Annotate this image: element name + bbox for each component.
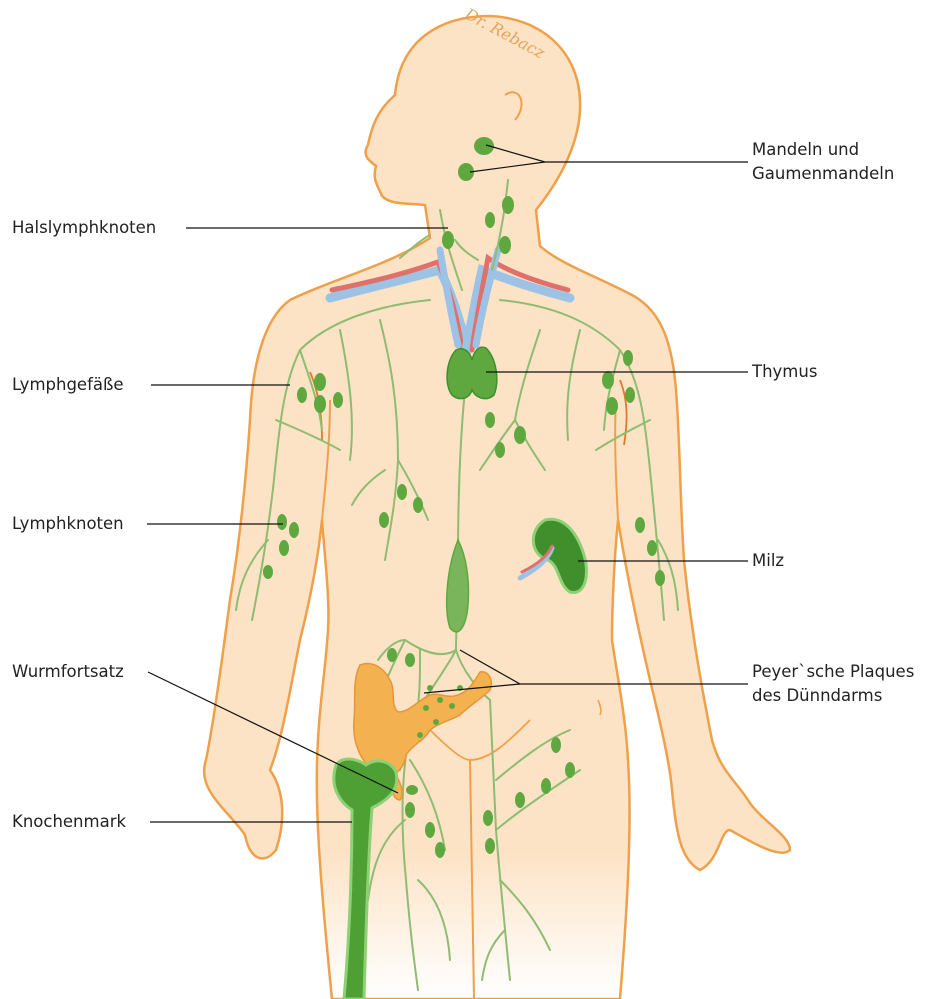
abdominal-node <box>405 653 415 667</box>
chest-node <box>485 412 495 428</box>
arm-node <box>635 517 645 533</box>
label-halslymphknoten: Halslymphknoten <box>12 216 156 240</box>
chest-node <box>495 442 505 458</box>
axillary-node <box>333 392 343 408</box>
label-gaumenmandeln: Gaumenmandeln <box>752 162 894 186</box>
label-knochenmark: Knochenmark <box>12 810 126 834</box>
cervical-node <box>502 196 514 214</box>
chest-node <box>397 484 407 500</box>
leg-node <box>541 778 551 794</box>
chest-node <box>413 497 423 513</box>
chest-node <box>514 426 526 444</box>
chest-node <box>379 512 389 528</box>
leg-node <box>405 802 415 818</box>
label-lymphknoten: Lymphknoten <box>12 512 124 536</box>
inguinal-node <box>406 785 418 795</box>
leg-node <box>483 810 493 826</box>
axillary-node <box>602 371 614 389</box>
label-lymphgefaesse: Lymphgefäße <box>12 373 124 397</box>
leg-node <box>425 822 435 838</box>
axillary-node <box>625 387 635 403</box>
axillary-node <box>314 373 326 391</box>
arm-node <box>277 514 287 530</box>
label-wurmfortsatz: Wurmfortsatz <box>12 660 124 684</box>
cervical-node <box>442 231 454 249</box>
axillary-node <box>297 387 307 403</box>
axillary-node <box>623 350 633 366</box>
axillary-node <box>606 397 618 415</box>
leg-node <box>435 842 445 858</box>
arm-node <box>263 565 273 579</box>
leg-node <box>565 762 575 778</box>
label-mandeln: Mandeln und <box>752 138 859 162</box>
arm-node <box>289 522 299 538</box>
label-milz: Milz <box>752 549 784 573</box>
arm-node <box>647 540 657 556</box>
label-thymus: Thymus <box>752 360 817 384</box>
leg-node <box>515 792 525 808</box>
arm-node <box>655 570 665 586</box>
leg-node <box>551 737 561 753</box>
label-peyer-line1: Peyer`sche Plaques <box>752 660 914 684</box>
abdominal-node <box>387 648 397 662</box>
leg-node <box>485 838 495 854</box>
cervical-node <box>485 212 495 228</box>
cervical-node <box>499 236 511 254</box>
label-peyer-line2: des Dünndarms <box>752 684 882 708</box>
axillary-node <box>314 395 326 413</box>
arm-node <box>279 540 289 556</box>
